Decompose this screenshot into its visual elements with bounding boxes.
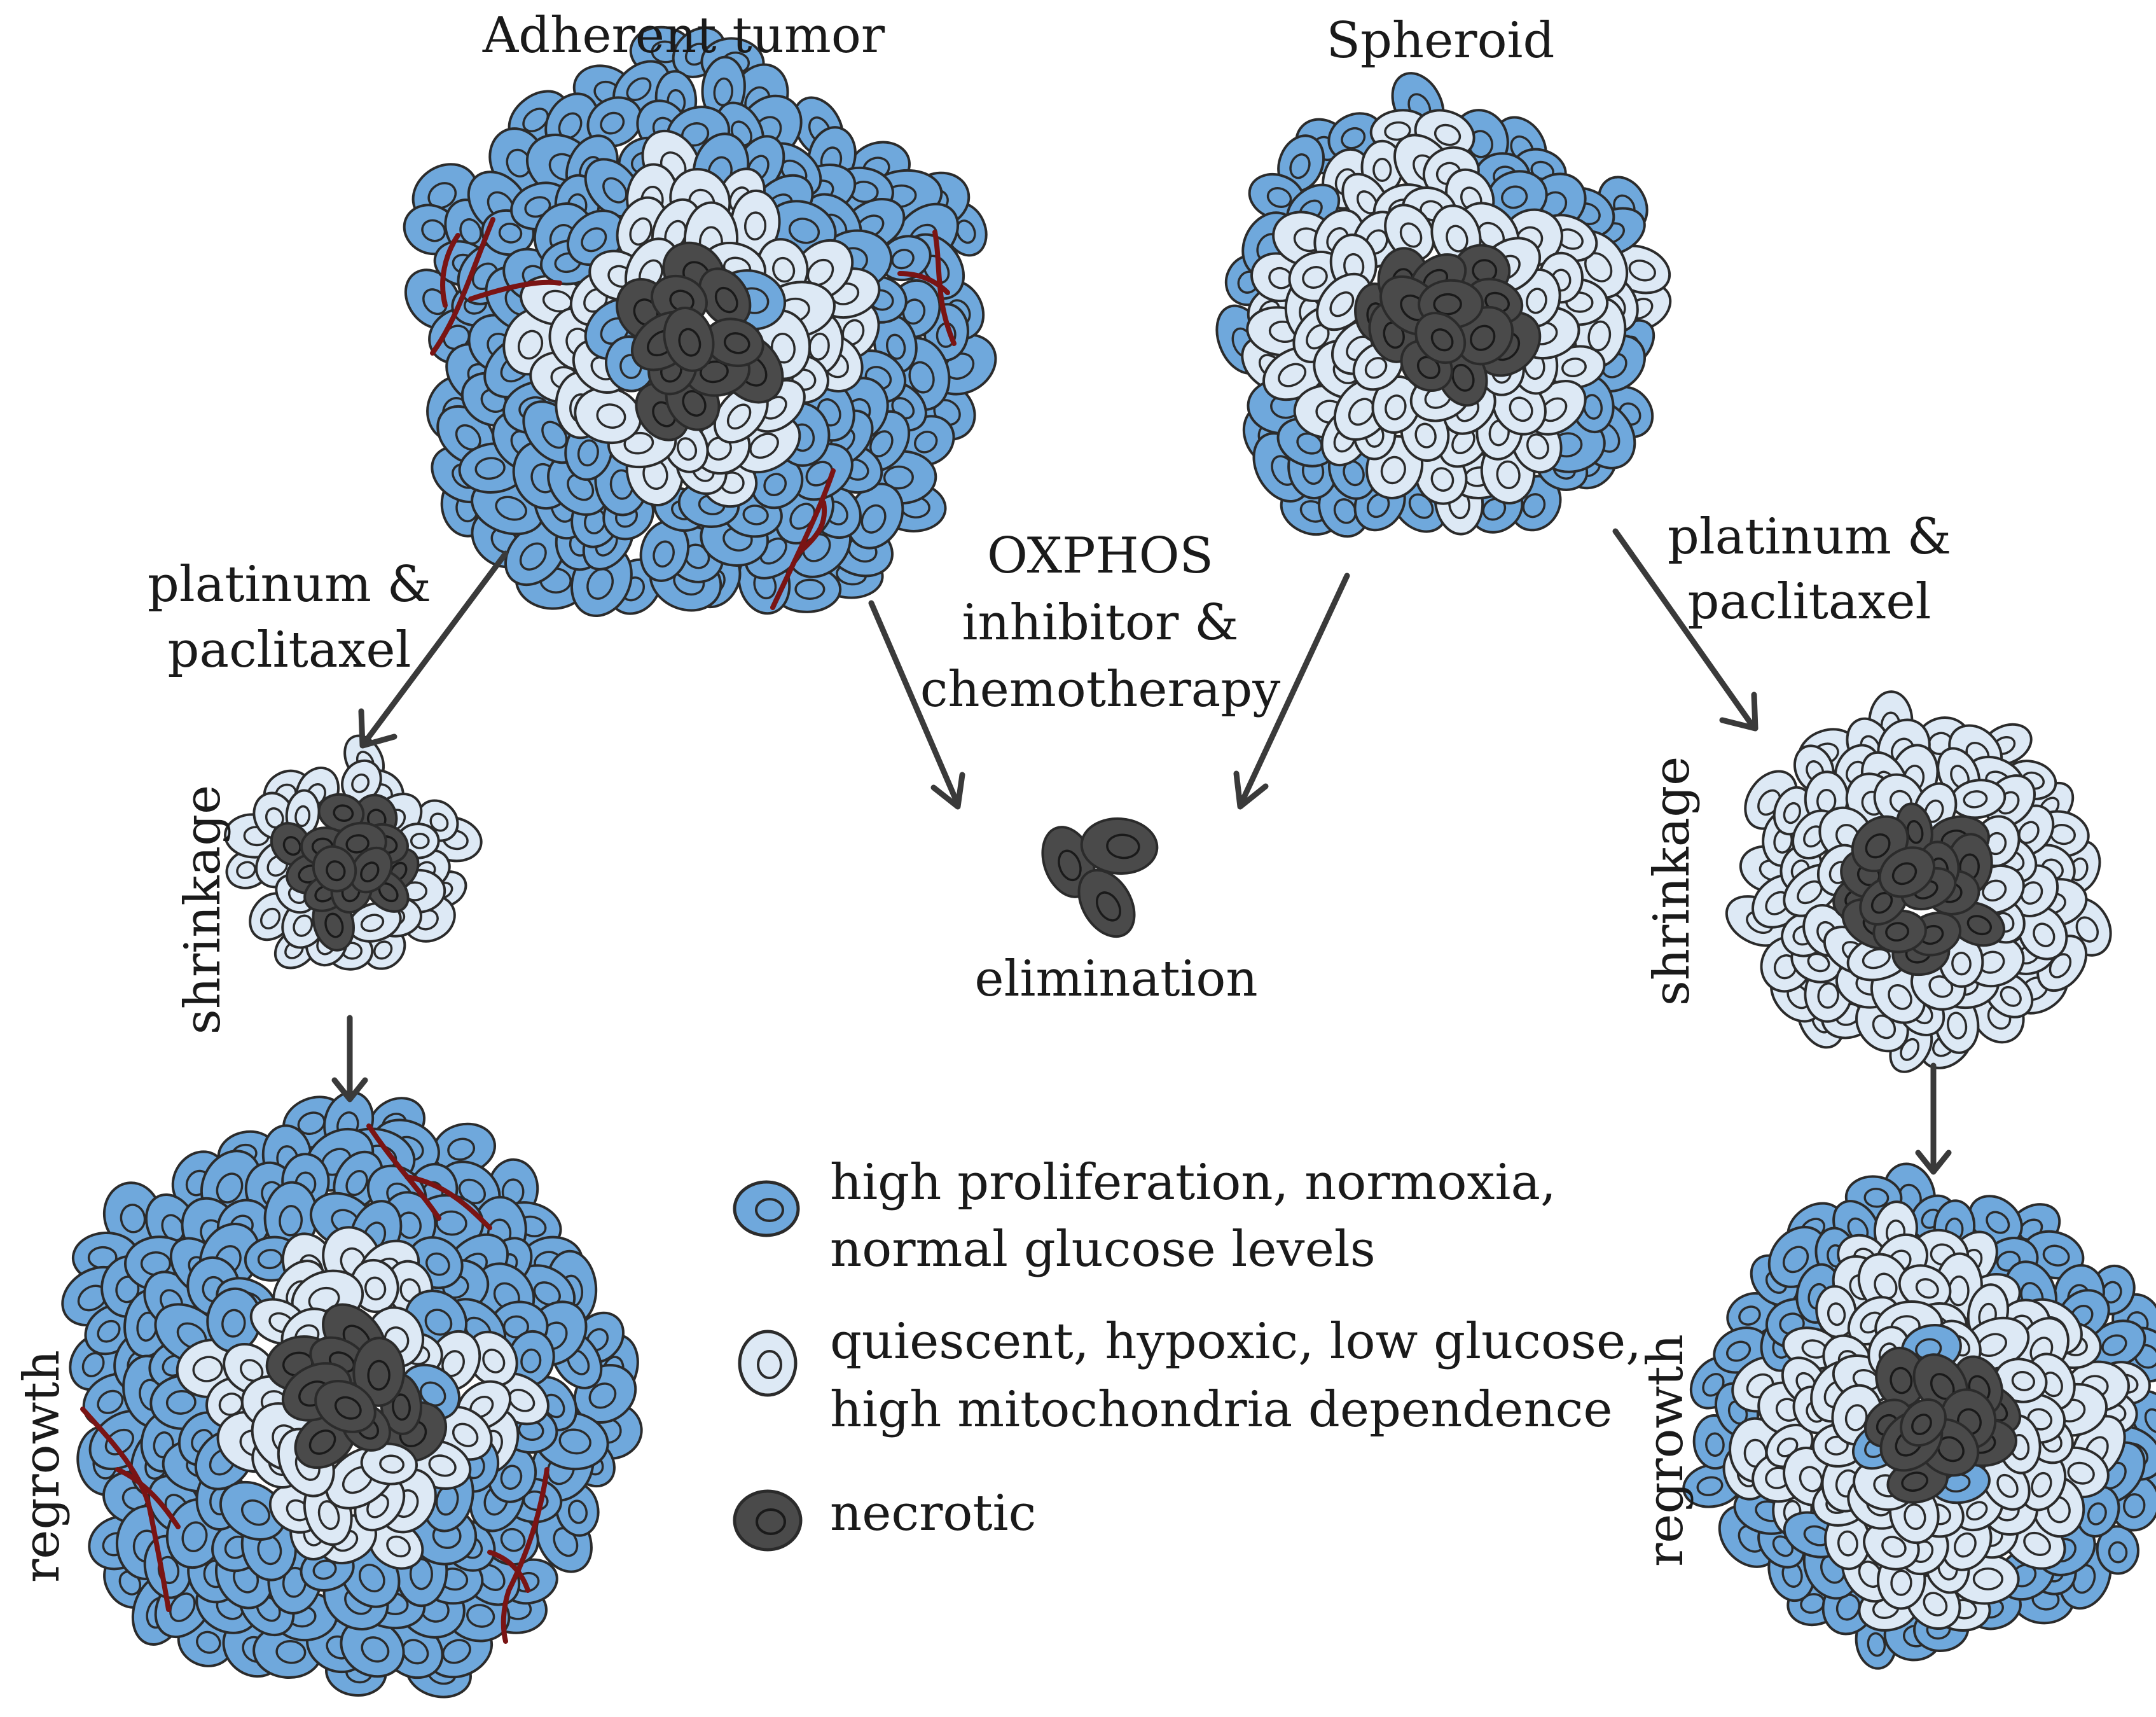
proliferating-cell [504, 522, 567, 587]
vessel [796, 500, 827, 556]
necrotic-cell [1414, 312, 1467, 365]
center-treatment-label-line3: chemotherapy [920, 661, 1281, 718]
legend-quiescent-line1: quiescent, hypoxic, low glucose, [830, 1313, 1641, 1370]
proliferating-cell [2076, 1485, 2120, 1538]
legend-proliferating-line1: high proliferation, normoxia, [830, 1154, 1556, 1211]
proliferating-cell [219, 1480, 286, 1541]
proliferating-cell [206, 1287, 262, 1353]
vessel [404, 1174, 492, 1230]
left-treatment-label-line1: platinum & [148, 556, 431, 613]
left-shrinkage-label: shrinkage [174, 785, 231, 1035]
arrow-adherent-to-elimination [868, 600, 965, 810]
necrotic-cell [352, 1337, 406, 1407]
legend-swatch-quiescent [738, 1330, 798, 1397]
vessel [501, 1467, 549, 1644]
quiescent-cell [730, 189, 781, 256]
quiescent-cell [348, 901, 402, 943]
adherent-tumor-title: Adherent tumor [482, 7, 885, 64]
left-shrunk-tumor-cluster [224, 734, 483, 971]
arrow-adherent-to-shrinkage [358, 550, 509, 749]
legend-quiescent-line2: high mitochondria dependence [830, 1381, 1613, 1438]
vessel [440, 233, 460, 308]
left-regrowth-vessels [80, 1123, 549, 1644]
legend-item-proliferating: high proliferation, normoxia, normal glu… [733, 1154, 1556, 1278]
adherent-tumor-vessels [430, 217, 957, 610]
right-treatment-label-line2: paclitaxel [1688, 573, 1931, 630]
left-treatment-label-line2: paclitaxel [168, 622, 411, 679]
proliferating-cell [403, 204, 459, 256]
proliferating-cell [2087, 1319, 2146, 1368]
center-treatment-label-line1: OXPHOS [987, 527, 1213, 585]
necrotic-cell [1900, 1398, 1947, 1447]
necrotic-cell [698, 267, 752, 328]
necrotic-cell [703, 317, 764, 367]
quiescent-cell [1863, 1520, 1920, 1571]
vessel [897, 271, 950, 295]
proliferating-cell [846, 482, 904, 550]
vessel [115, 1467, 181, 1529]
vessel [487, 1550, 530, 1593]
legend-proliferating-line2: normal glucose levels [830, 1221, 1376, 1278]
adherent-tumor-cluster [403, 25, 997, 618]
quiescent-cell [1949, 779, 2007, 819]
proliferating-cell [586, 96, 643, 148]
spheroid-cluster [1215, 72, 1672, 538]
right-treatment-label-line1: platinum & [1668, 508, 1951, 566]
legend-swatch-necrotic [733, 1489, 803, 1552]
elimination-label: elimination [974, 950, 1257, 1008]
right-regrowth-label: regrowth [1637, 1334, 1694, 1567]
left-regrown-tumor-cluster [61, 1090, 643, 1699]
left-regrowth-label: regrowth [13, 1350, 71, 1583]
quiescent-cell [360, 1442, 418, 1485]
necrotic-cell [312, 845, 357, 893]
center-treatment-label-line2: inhibitor & [962, 594, 1238, 651]
vessel [430, 217, 495, 356]
right-shrinkage-label: shrinkage [1643, 756, 1701, 1006]
legend: high proliferation, normoxia, normal glu… [733, 1154, 1641, 1552]
legend-item-quiescent: quiescent, hypoxic, low glucose, high mi… [738, 1313, 1641, 1438]
arrow-spheroid-to-elimination [1233, 573, 1350, 810]
quiescent-cell [1815, 1285, 1857, 1338]
proliferating-cell [639, 520, 690, 582]
legend-swatch-proliferating [733, 1180, 800, 1237]
arrow-spheroid-to-shrinkage [1612, 528, 1759, 732]
quiescent-cell [368, 1520, 424, 1570]
necrotic-cell [1077, 868, 1136, 938]
necrotic-cell [663, 306, 715, 372]
legend-item-necrotic: necrotic [733, 1485, 1036, 1552]
legend-necrotic-line1: necrotic [830, 1485, 1036, 1542]
necrotic-cell [314, 1380, 377, 1433]
quiescent-cell [2017, 905, 2068, 961]
vessel [770, 468, 836, 610]
eliminated-cells-cluster [1041, 817, 1159, 938]
quiescent-cell [1898, 1264, 1952, 1310]
quiescent-cell [1384, 204, 1435, 261]
proliferating-cell [102, 1181, 162, 1249]
arrow-left-shrinkage-to-regrowth [331, 1015, 368, 1102]
necrotic-cell [317, 793, 365, 833]
proliferating-cell [432, 1122, 497, 1175]
quiescent-cell [341, 759, 382, 803]
arrow-right-shrinkage-to-regrowth [1915, 1062, 1952, 1175]
vessel [468, 279, 562, 302]
proliferating-cell [2096, 1525, 2139, 1575]
right-regrown-spheroid-cluster [1682, 1162, 2156, 1670]
spheroid-title: Spheroid [1327, 12, 1555, 69]
necrotic-cell [1878, 846, 1935, 898]
necrotic-cell [349, 846, 393, 894]
right-shrunk-spheroid-cluster [1725, 690, 2112, 1073]
necrotic-cell [1080, 817, 1159, 875]
vessel [80, 1407, 171, 1612]
